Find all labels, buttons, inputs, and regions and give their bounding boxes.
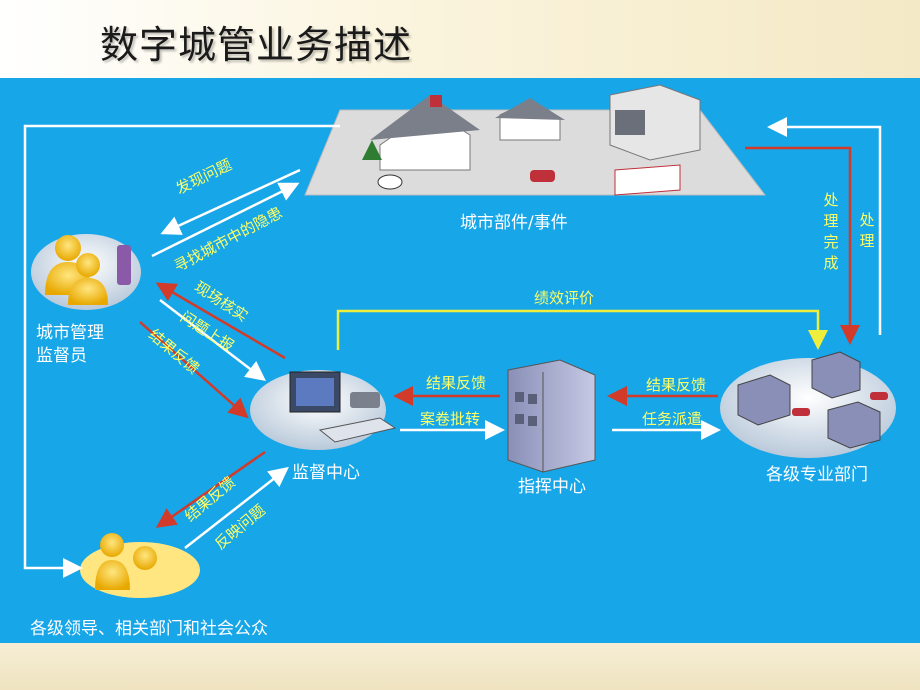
dept-buildings-icon xyxy=(720,351,896,458)
edge-handle: 处理 xyxy=(859,211,875,250)
computer-icon xyxy=(250,370,397,450)
city-scene xyxy=(304,84,767,196)
page-title: 数字城管业务描述 xyxy=(100,23,413,67)
discover-arrow xyxy=(160,168,301,235)
feedback-public-arrow xyxy=(155,450,266,528)
process-down-arrow xyxy=(745,146,860,345)
public-group-icon xyxy=(80,533,200,598)
edge-perf: 绩效评价 xyxy=(534,289,595,307)
bottom-band xyxy=(0,643,920,690)
feedback-monitor-arrow xyxy=(139,321,249,419)
reflect-arrow xyxy=(184,466,289,549)
perf-line xyxy=(336,309,828,350)
edge-case: 案卷批转 xyxy=(420,410,481,428)
seek-arrow xyxy=(151,182,300,258)
label-depts: 各级专业部门 xyxy=(766,465,868,485)
edge-fb-dept-cmd: 结果反馈 xyxy=(646,376,707,394)
label-supervise: 监督中心 xyxy=(292,463,360,483)
label-city: 城市部件/事件 xyxy=(460,213,568,233)
user-phone-icon xyxy=(31,234,141,310)
edge-fb-cmd-sup: 结果反馈 xyxy=(426,374,487,392)
loop-left-arrow xyxy=(23,124,340,578)
label-public: 各级领导、相关部门和社会公众 xyxy=(30,619,268,639)
edge-dispatch: 任务派遣 xyxy=(642,410,703,428)
loop-right-arrow xyxy=(767,117,882,335)
label-monitor: 城市管理 监督员 xyxy=(36,323,104,366)
edge-done: 处理完成 xyxy=(823,191,839,272)
report-arrow xyxy=(159,299,266,382)
title-bar: 数字城管业务描述 xyxy=(0,0,920,78)
verify-arrow xyxy=(155,282,286,360)
label-command: 指挥中心 xyxy=(518,477,586,497)
building-icon xyxy=(507,359,596,473)
